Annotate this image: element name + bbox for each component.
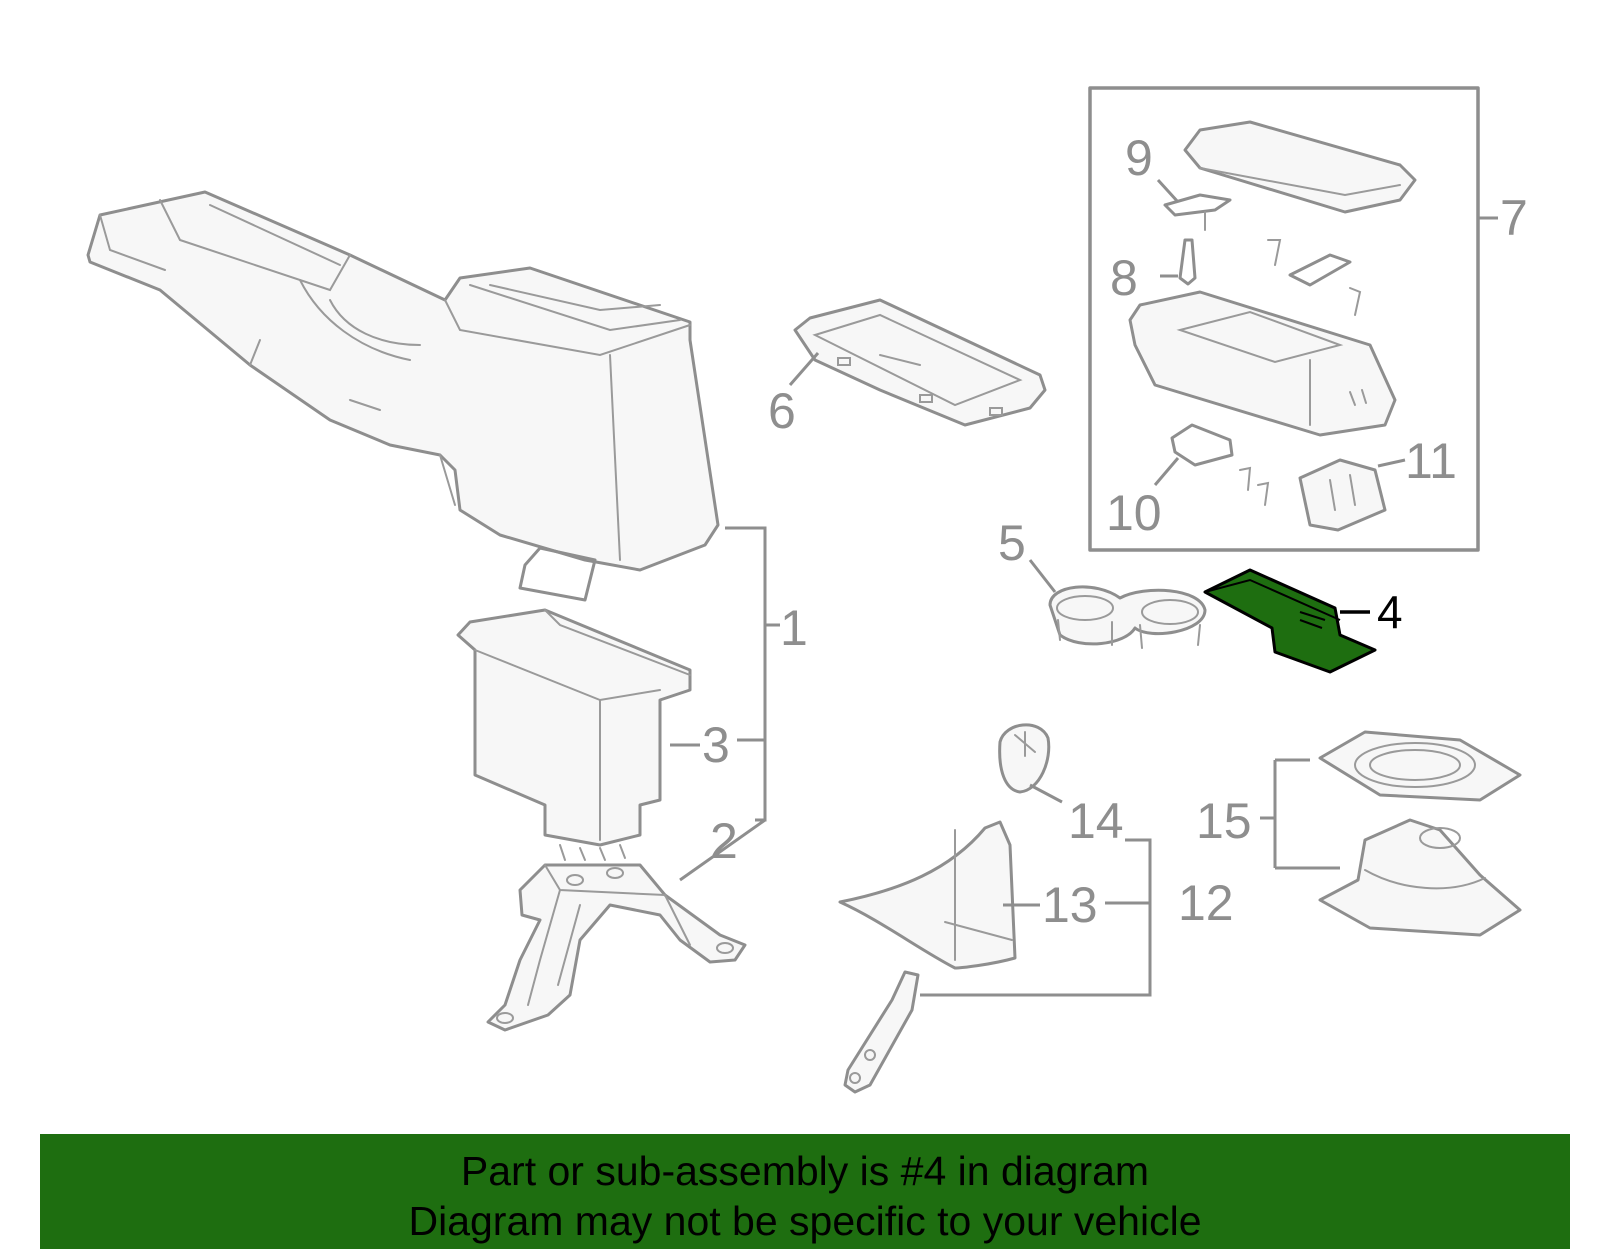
part-8-pin [1178, 238, 1197, 286]
part-4-highlighted [1203, 568, 1377, 674]
callout-1: 1 [780, 600, 808, 656]
part-15-boot-seal [1318, 818, 1522, 937]
part-10-clip [1170, 423, 1234, 467]
callout-11: 11 [1405, 433, 1457, 489]
hinge-bracket [1288, 253, 1352, 287]
part-6-console-tray [793, 298, 1047, 427]
callout-labels: 1 2 3 4 5 6 7 8 9 10 11 12 13 14 15 [702, 130, 1528, 933]
callout-3: 3 [702, 717, 730, 773]
part-11-hinge [1298, 458, 1387, 532]
console-latch-tab [518, 546, 597, 602]
callout-2: 2 [710, 813, 738, 869]
callout-9: 9 [1125, 130, 1153, 186]
callout-6: 6 [768, 383, 796, 439]
callout-14: 14 [1068, 793, 1124, 849]
part-3-storage-bin [456, 608, 692, 861]
part-15-boot-plate [1318, 730, 1522, 802]
banner-line-2: Diagram may not be specific to your vehi… [408, 1198, 1202, 1244]
callout-7: 7 [1500, 190, 1528, 246]
leader-lines [670, 178, 1498, 997]
part-12-shift-lever [843, 970, 920, 1094]
callout-5: 5 [998, 515, 1026, 571]
screws [1239, 239, 1362, 506]
callout-12: 12 [1178, 875, 1234, 931]
part-7-armrest-lid [1183, 120, 1417, 214]
callout-10: 10 [1106, 485, 1162, 541]
callout-13: 13 [1042, 877, 1098, 933]
part-13-shift-boot [838, 820, 1017, 970]
part-2-bracket [486, 863, 747, 1032]
banner-line-1: Part or sub-assembly is #4 in diagram [460, 1148, 1150, 1194]
info-banner: Part or sub-assembly is #4 in diagram Di… [40, 1134, 1570, 1249]
part-14-shift-knob [998, 723, 1051, 794]
part-1-console [86, 190, 720, 572]
callout-4: 4 [1377, 586, 1403, 638]
callout-8: 8 [1110, 250, 1138, 306]
part-5-cup-holder [1048, 585, 1207, 649]
callout-15: 15 [1196, 793, 1252, 849]
part-7-armrest-base [1128, 290, 1397, 437]
part-7-assembly-box [1088, 86, 1480, 552]
part-9-clip [1163, 193, 1232, 231]
